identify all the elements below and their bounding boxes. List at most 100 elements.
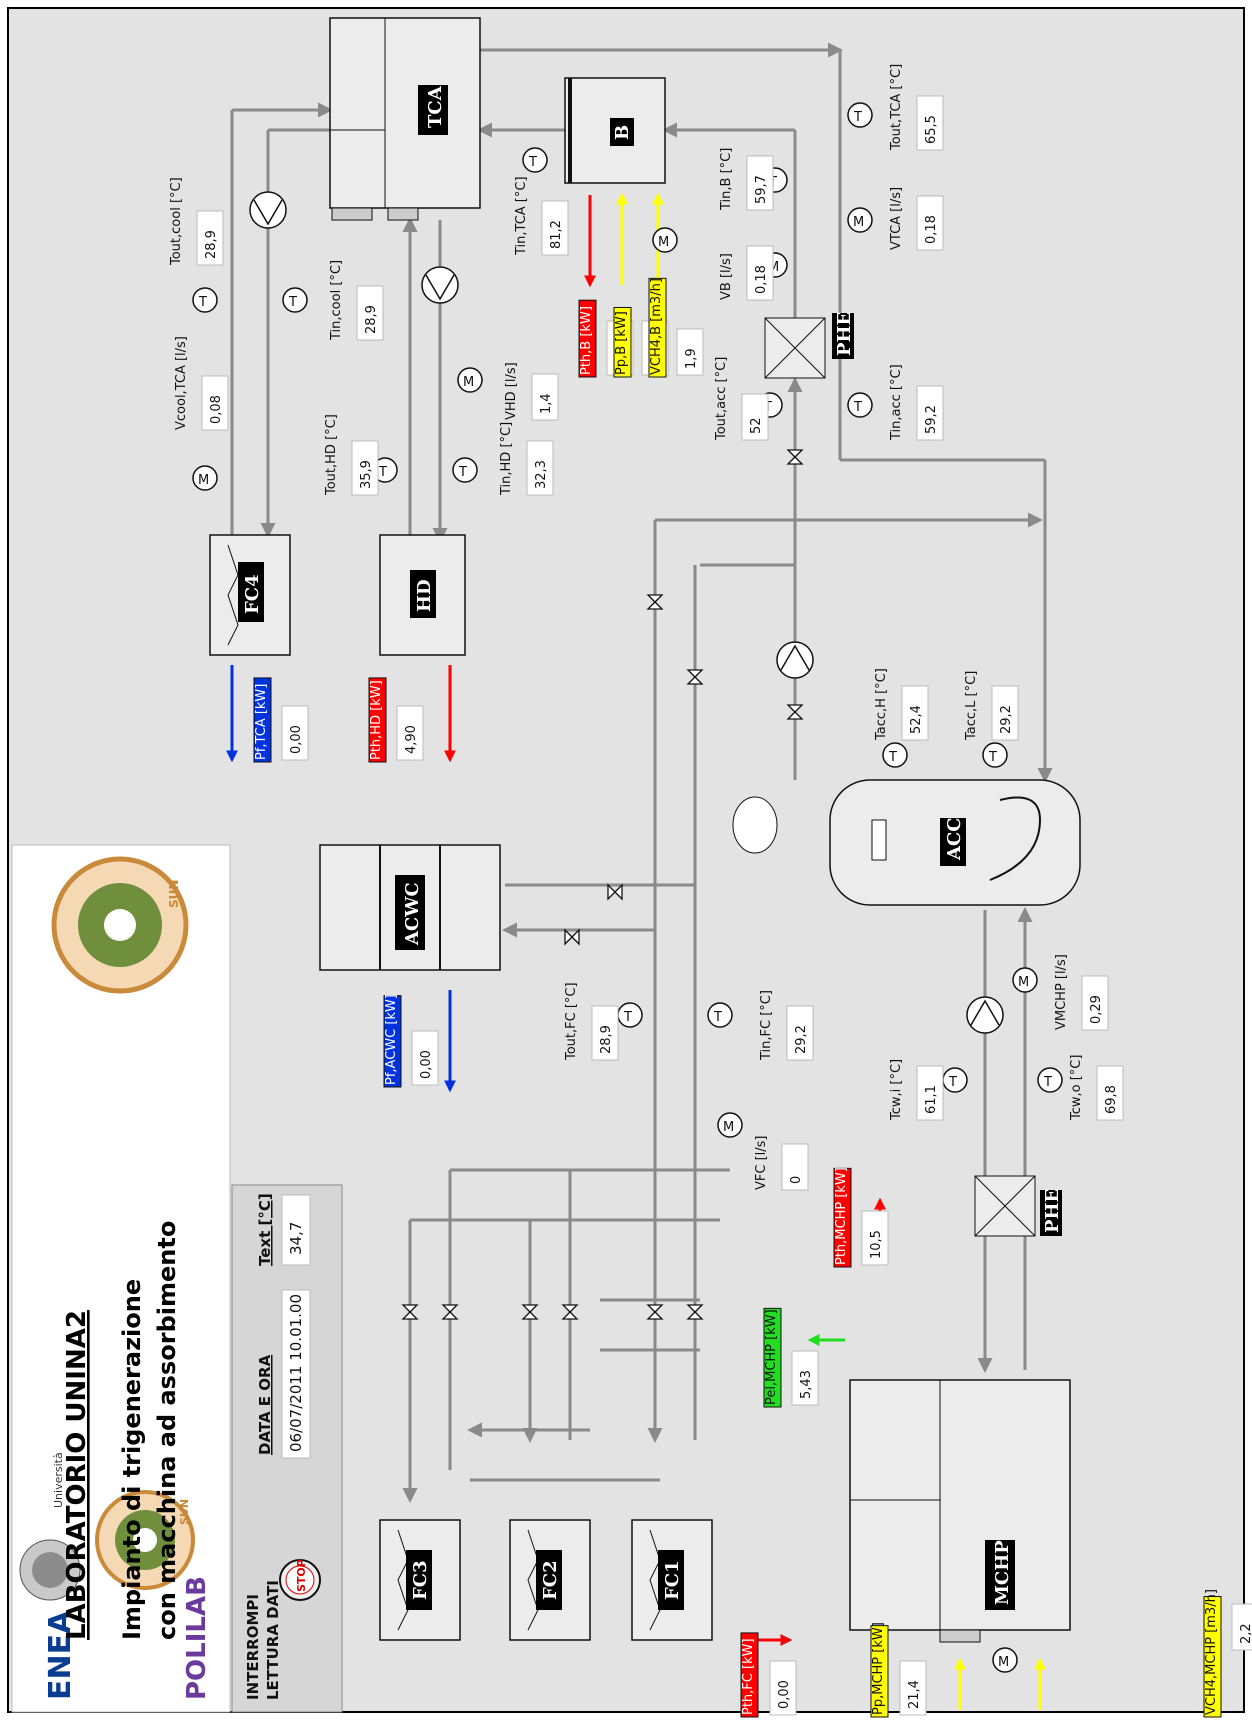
reading-label: Pp,MCHP [kW] <box>871 1622 886 1715</box>
thermometer-icon: T <box>283 288 307 312</box>
svg-text:M: M <box>998 1655 1009 1670</box>
reading-label: Tin,cool [°C] <box>329 260 344 341</box>
thermometer-icon: T <box>983 743 1007 767</box>
reading-value: 0,29 <box>1089 995 1104 1024</box>
reading-label: Tacc,H [°C] <box>874 668 889 741</box>
boiler-unit: B <box>565 78 665 183</box>
reading-label: Pth,FC [kW] <box>741 1638 756 1715</box>
sun-logo-large: SUN <box>54 859 186 991</box>
fc4-unit: FC4 <box>210 535 290 655</box>
header-panel: ENEA Università SUN POLILAB SUN LABORATO… <box>12 845 230 1712</box>
svg-text:T: T <box>888 750 897 765</box>
pump-icon <box>422 267 458 303</box>
acc-label: ACC <box>944 817 965 861</box>
text-temp-value: 34,7 <box>287 1222 305 1255</box>
reading-label: Pp,B [kW] <box>614 311 629 375</box>
control-panel: INTERROMPI LETTURA DATI STOP DATA E ORA … <box>232 1185 342 1712</box>
thermometer-icon: T <box>848 103 872 127</box>
reading-label: Tout,FC [°C] <box>564 982 579 1061</box>
reading-value: 0,00 <box>777 1680 792 1709</box>
svg-text:T: T <box>1043 1075 1052 1090</box>
reading-label: VCH4,MCHP [m3/h] <box>1204 1589 1219 1715</box>
thermometer-icon: T <box>1038 1068 1062 1092</box>
reading-value: 35,9 <box>359 460 374 489</box>
svg-text:M: M <box>463 375 474 390</box>
page-subtitle-line1: Impianto di trigenerazione <box>118 1279 146 1640</box>
svg-text:T: T <box>623 1010 632 1025</box>
mchp-label: MCHP <box>992 1540 1013 1605</box>
reading-value: 65,5 <box>924 115 939 144</box>
reading-label: Pel,MCHP [kW] <box>764 1309 779 1405</box>
fc4-label: FC4 <box>242 574 263 614</box>
thermometer-icon: T <box>523 148 547 172</box>
thermometer-icon: T <box>708 1003 732 1027</box>
svg-text:T: T <box>853 110 862 125</box>
hd-label: HD <box>414 579 435 612</box>
fc2-unit: FC2 <box>510 1520 590 1640</box>
reading-value: 0,18 <box>924 215 939 244</box>
boiler-label: B <box>612 125 633 140</box>
page-title: LABORATORIO UNINA2 <box>62 1310 92 1640</box>
reading-label: VB [l/s] <box>719 253 734 300</box>
svg-text:T: T <box>853 400 862 415</box>
reading-label: Pth,B [kW] <box>579 306 594 375</box>
meter-icon: M <box>1013 968 1037 992</box>
reading-label: Vcool,TCA [l/s] <box>174 336 189 430</box>
thermometer-icon: T <box>848 393 872 417</box>
stop-button-label: STOP <box>295 1559 308 1592</box>
reading-label: Tout,HD [°C] <box>324 414 339 496</box>
hd-unit: HD <box>380 535 465 655</box>
reading-label: VCH4,B [m3/h] <box>649 278 664 375</box>
reading-value: 10,5 <box>869 1230 884 1259</box>
pump-icon <box>250 192 286 228</box>
reading-value: 32,3 <box>534 460 549 489</box>
reading-value: 28,9 <box>364 305 379 334</box>
stop-label-line2: LETTURA DATI <box>264 1580 282 1700</box>
svg-text:T: T <box>458 465 467 480</box>
reading-value: 59,2 <box>924 405 939 434</box>
fc1-label: FC1 <box>662 1560 683 1600</box>
reading-value: 1,9 <box>684 348 699 369</box>
reading-value: 29,2 <box>999 705 1014 734</box>
svg-text:T: T <box>198 295 207 310</box>
reading-value: 0,00 <box>289 725 304 754</box>
reading-label: VFC [l/s] <box>754 1136 769 1191</box>
meter-icon: M <box>718 1113 742 1137</box>
reading-label: Tout,cool [°C] <box>169 177 184 266</box>
svg-text:M: M <box>853 215 864 230</box>
fc3-label: FC3 <box>410 1560 431 1600</box>
svg-text:T: T <box>378 465 387 480</box>
reading-label: Tout,acc [°C] <box>714 357 729 441</box>
svg-text:T: T <box>988 750 997 765</box>
reading-label: Pth,MCHP [kW] <box>834 1167 849 1265</box>
svg-text:M: M <box>658 235 669 250</box>
acwc-unit: ACWC <box>320 845 500 970</box>
reading-value: 4,90 <box>404 725 419 754</box>
reading-value: 0,18 <box>754 265 769 294</box>
pump-icon <box>777 642 813 678</box>
reading-label: Tout,TCA [°C] <box>889 64 904 151</box>
phe-bottom-label: PHE <box>1042 1189 1063 1233</box>
reading-value: 2,2 <box>1239 1623 1252 1644</box>
reading-value: 52 <box>749 417 764 434</box>
reading-value: 1,4 <box>539 393 554 414</box>
sun-logo-large-text: SUN <box>167 880 181 908</box>
pump-icon <box>967 997 1003 1033</box>
meter-icon: M <box>653 228 677 252</box>
reading-value: 28,9 <box>204 230 219 259</box>
reading-label: Tin,HD [°C] <box>499 422 514 496</box>
reading-value: 0,00 <box>419 1050 434 1079</box>
page-subtitle-line2: con macchina ad assorbimento <box>153 1221 181 1640</box>
reading-label: Pth,HD [kW] <box>369 680 384 760</box>
reading-label: Tin,acc [°C] <box>889 364 904 441</box>
reading-value: 59,7 <box>754 175 769 204</box>
meter-icon: M <box>458 368 482 392</box>
svg-text:T: T <box>948 1075 957 1090</box>
phe-top-label: PHE <box>834 312 855 356</box>
polilab-logo: POLILAB <box>182 1576 212 1700</box>
reading-value: 61,1 <box>924 1085 939 1114</box>
date-value: 06/07/2011 10.01.00 <box>287 1294 305 1452</box>
stop-button[interactable]: STOP <box>280 1559 320 1600</box>
